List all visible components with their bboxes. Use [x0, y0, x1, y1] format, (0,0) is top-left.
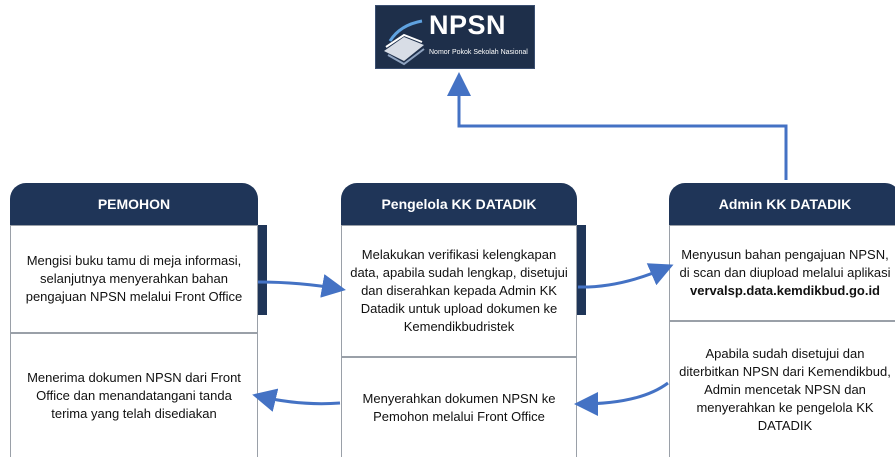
column-admin: Admin KK DATADIK Menyusun bahan pengajua… [669, 183, 895, 457]
admin-step1: Menyusun bahan pengajuan NPSN, di scan d… [669, 225, 895, 321]
pemohon-shadow [258, 225, 267, 315]
pengelola-header: Pengelola KK DATADIK [341, 183, 577, 225]
pengelola-step1-text: Melakukan verifikasi kelengkapan data, a… [350, 247, 568, 334]
pemohon-step2: Menerima dokumen NPSN dari Front Office … [10, 333, 258, 457]
arrow-admin-to-pengelola [574, 381, 669, 416]
admin-step1-url: vervalsp.data.kemdikbud.go.id [690, 283, 880, 298]
admin-step1-text: Menyusun bahan pengajuan NPSN, di scan d… [679, 247, 891, 280]
logo-subtitle: Nomor Pokok Sekolah Nasional [429, 49, 528, 56]
admin-header: Admin KK DATADIK [669, 183, 895, 225]
column-pengelola: Pengelola KK DATADIK Melakukan verifikas… [341, 183, 586, 457]
arrow-pengelola-to-pemohon [252, 388, 341, 412]
pengelola-shadow [577, 225, 586, 315]
pengelola-step2: Menyerahkan dokumen NPSN ke Pemohon mela… [341, 357, 577, 457]
logo-brand: NPSN [429, 10, 507, 40]
npsn-logo: NPSN Nomor Pokok Sekolah Nasional [375, 5, 535, 69]
pemohon-step2-text: Menerima dokumen NPSN dari Front Office … [27, 369, 241, 421]
arrow-pemohon-to-pengelola [257, 274, 346, 298]
arrow-pengelola-to-admin [577, 263, 674, 289]
book-emblem-icon [384, 19, 425, 66]
column-pemohon: PEMOHON Mengisi buku tamu di meja inform… [10, 183, 267, 457]
admin-step2-text: Apabila sudah disetujui dan diterbitkan … [679, 345, 891, 433]
arrow-admin-to-npsn [447, 72, 788, 180]
pemohon-step1-text: Mengisi buku tamu di meja informasi, sel… [25, 253, 243, 304]
pemohon-header: PEMOHON [10, 183, 258, 225]
pengelola-step2-text: Menyerahkan dokumen NPSN ke Pemohon mela… [362, 390, 556, 424]
admin-step2: Apabila sudah disetujui dan diterbitkan … [669, 321, 895, 457]
pengelola-step1: Melakukan verifikasi kelengkapan data, a… [341, 225, 577, 357]
pemohon-step1: Mengisi buku tamu di meja informasi, sel… [10, 225, 258, 333]
